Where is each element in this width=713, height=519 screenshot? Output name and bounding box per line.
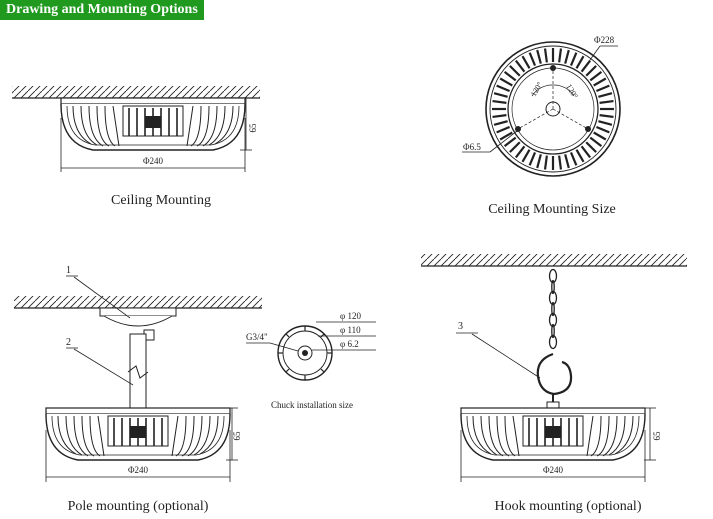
chuck-dim-110: φ 110 [340,325,361,335]
caption-hook-mounting: Hook mounting (optional) [495,499,642,514]
caption-pole-mounting: Pole mounting (optional) [68,499,209,514]
chuck-dim-120: φ 120 [340,311,361,321]
caption-ceiling-mounting-size: Ceiling Mounting Size [488,202,616,217]
ceiling-mounting-size-drawing: 120° 120° Φ228 Φ6.5 [462,35,621,177]
diameter-dim-hook: Φ240 [543,465,564,475]
height-dim-ceiling: 65 [248,123,258,133]
diameter-dim-pole: Φ240 [128,465,149,475]
callout-2: 2 [66,337,71,348]
chuck-dim-6-2: φ 6.2 [340,339,359,349]
height-dim-hook: 65 [652,431,662,441]
height-dim-pole: 65 [232,431,242,441]
page-title: Drawing and Mounting Options [0,0,204,20]
ceiling-mounting-drawing: 65 Φ240 [12,86,260,172]
hook-mounting-drawing: 3 65 Φ240 [421,254,687,482]
diameter-dim-ceiling: Φ240 [143,156,164,166]
callout-3: 3 [458,321,463,332]
callout-1: 1 [66,265,71,276]
caption-ceiling-mounting: Ceiling Mounting [111,193,211,208]
pole-mounting-drawing: 1 2 65 Φ240 [14,265,262,482]
caption-chuck-installation-size: Chuck installation size [271,400,353,410]
hole-dim-6-5: Φ6.5 [463,142,481,152]
chuck-drawing: φ 120 φ 110 φ 6.2 G3/4" [246,311,376,381]
thread-dim: G3/4" [246,332,268,342]
diameter-dim-228: Φ228 [594,35,615,45]
